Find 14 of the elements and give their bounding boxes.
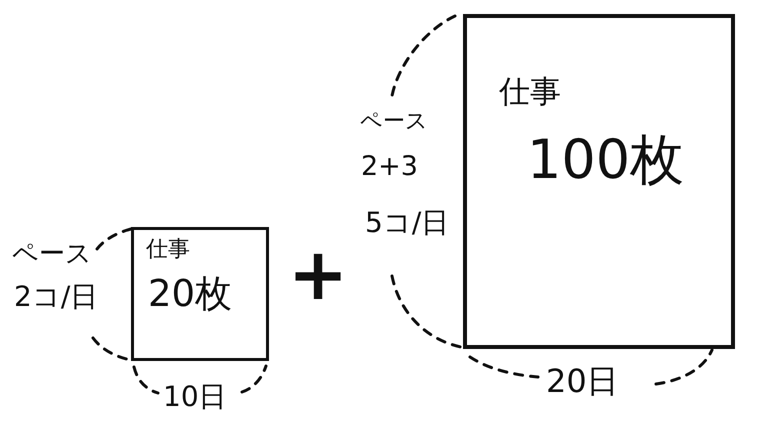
pace-label: ペース [360,110,428,134]
pace-value: 5コ/日 [365,208,450,239]
box-value: 20枚 [148,274,232,315]
pace-sum: 2+3 [361,152,418,182]
task-box [131,227,269,361]
pace-value: 2コ/日 [14,282,98,313]
duration-label: 10日 [163,382,227,413]
task-box [463,14,735,349]
plus-sign: + [286,238,350,310]
box-value: 100枚 [527,130,684,190]
pace-label: ペース [12,240,92,269]
duration-label: 20日 [546,364,619,400]
box-heading: 仕事 [146,238,190,262]
box-heading: 仕事 [499,75,561,110]
